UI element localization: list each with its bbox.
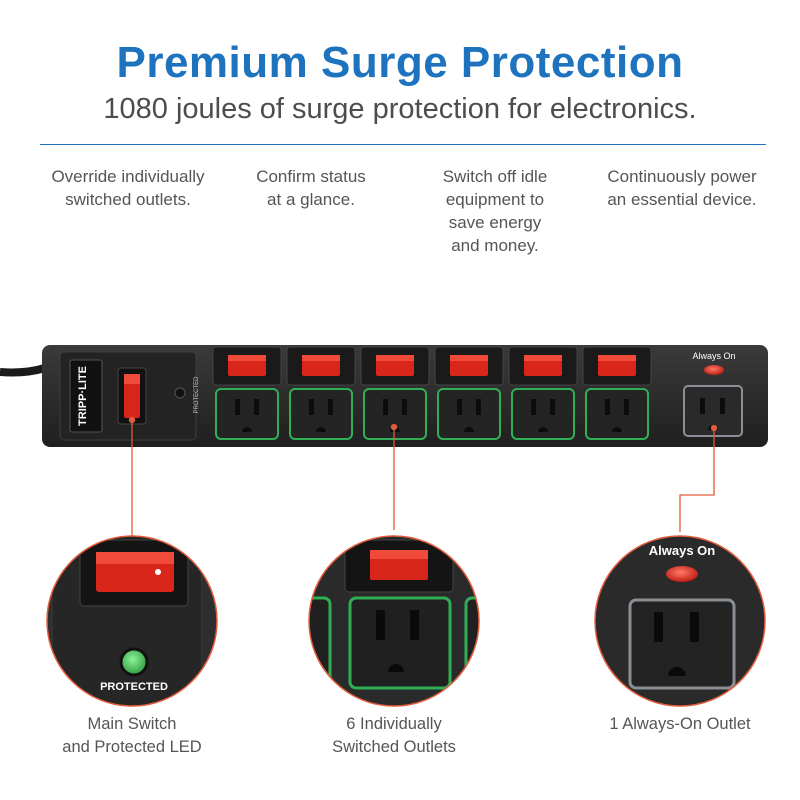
outlet-ground <box>538 427 548 432</box>
outlet-slot <box>328 399 333 415</box>
svg-text:TRIPP·LITE: TRIPP·LITE <box>77 366 89 426</box>
page-subtitle: 1080 joules of surge protection for elec… <box>103 93 697 125</box>
feature-switch-off: Switch off idle equipment to save energy… <box>442 167 548 255</box>
brand-logo: TRIPP·LITE <box>69 359 103 433</box>
outlet-slot <box>624 399 629 415</box>
page-title: Premium Surge Protection <box>116 38 684 87</box>
zoom-switched-outlet <box>308 535 480 707</box>
callout-lines <box>128 416 718 537</box>
outlet-slot <box>457 399 462 415</box>
outlet-switch-highlight <box>302 355 340 361</box>
feature-override: Override individually switched outlets. <box>51 167 205 209</box>
outlet-slot <box>531 399 536 415</box>
caption-always-on: 1 Always-On Outlet <box>609 715 751 733</box>
outlet-slot <box>476 399 481 415</box>
outlet-ground <box>612 427 622 432</box>
switched-outlet[interactable] <box>212 346 282 440</box>
outlet-slot <box>383 399 388 415</box>
switched-outlet[interactable] <box>508 346 578 440</box>
outlet-face <box>289 388 353 440</box>
divider <box>40 144 766 145</box>
zoom-protected-label: PROTECTED <box>100 681 168 693</box>
always-on-led <box>704 365 724 375</box>
switched-outlet[interactable] <box>286 346 356 440</box>
outlet-ground <box>316 427 326 432</box>
outlet-face <box>511 388 575 440</box>
outlet-switch-highlight <box>228 355 266 361</box>
zoom-always-on-label: Always On <box>649 543 716 558</box>
outlet-slot <box>402 399 407 415</box>
zoom-main-switch: PROTECTED <box>46 535 218 707</box>
switched-outlets <box>212 346 652 440</box>
outlet-switch-highlight <box>598 355 636 361</box>
outlet-face <box>437 388 501 440</box>
switched-outlet[interactable] <box>360 346 430 440</box>
main-switch[interactable] <box>117 367 147 425</box>
feature-continuous: Continuously power an essential device. <box>607 167 757 209</box>
outlet-ground <box>464 427 474 432</box>
caption-switched-outlets: 6 Individually Switched Outlets <box>332 715 456 756</box>
outlet-slot <box>309 399 314 415</box>
zoom-led <box>119 647 149 677</box>
outlet-face <box>215 388 279 440</box>
outlet-switch-highlight <box>450 355 488 361</box>
outlet-ground <box>242 427 252 432</box>
always-on-label: Always On <box>692 351 735 361</box>
outlet-slot <box>235 399 240 415</box>
outlet-slot <box>605 399 610 415</box>
outlet-switch-highlight <box>376 355 414 361</box>
outlet-face <box>363 388 427 440</box>
caption-main-switch: Main Switch and Protected LED <box>62 715 202 756</box>
zoom-always-on-outlet: Always On <box>594 535 766 707</box>
outlet-slot <box>254 399 259 415</box>
power-cord <box>0 364 47 377</box>
switched-outlet[interactable] <box>434 346 504 440</box>
switched-outlet[interactable] <box>582 346 652 440</box>
protected-led <box>174 387 186 399</box>
outlet-face <box>585 388 649 440</box>
protected-led-label: PROTECTED <box>194 376 200 414</box>
outlet-switch-highlight <box>524 355 562 361</box>
feature-status: Confirm status at a glance. <box>256 167 366 209</box>
outlet-slot <box>550 399 555 415</box>
